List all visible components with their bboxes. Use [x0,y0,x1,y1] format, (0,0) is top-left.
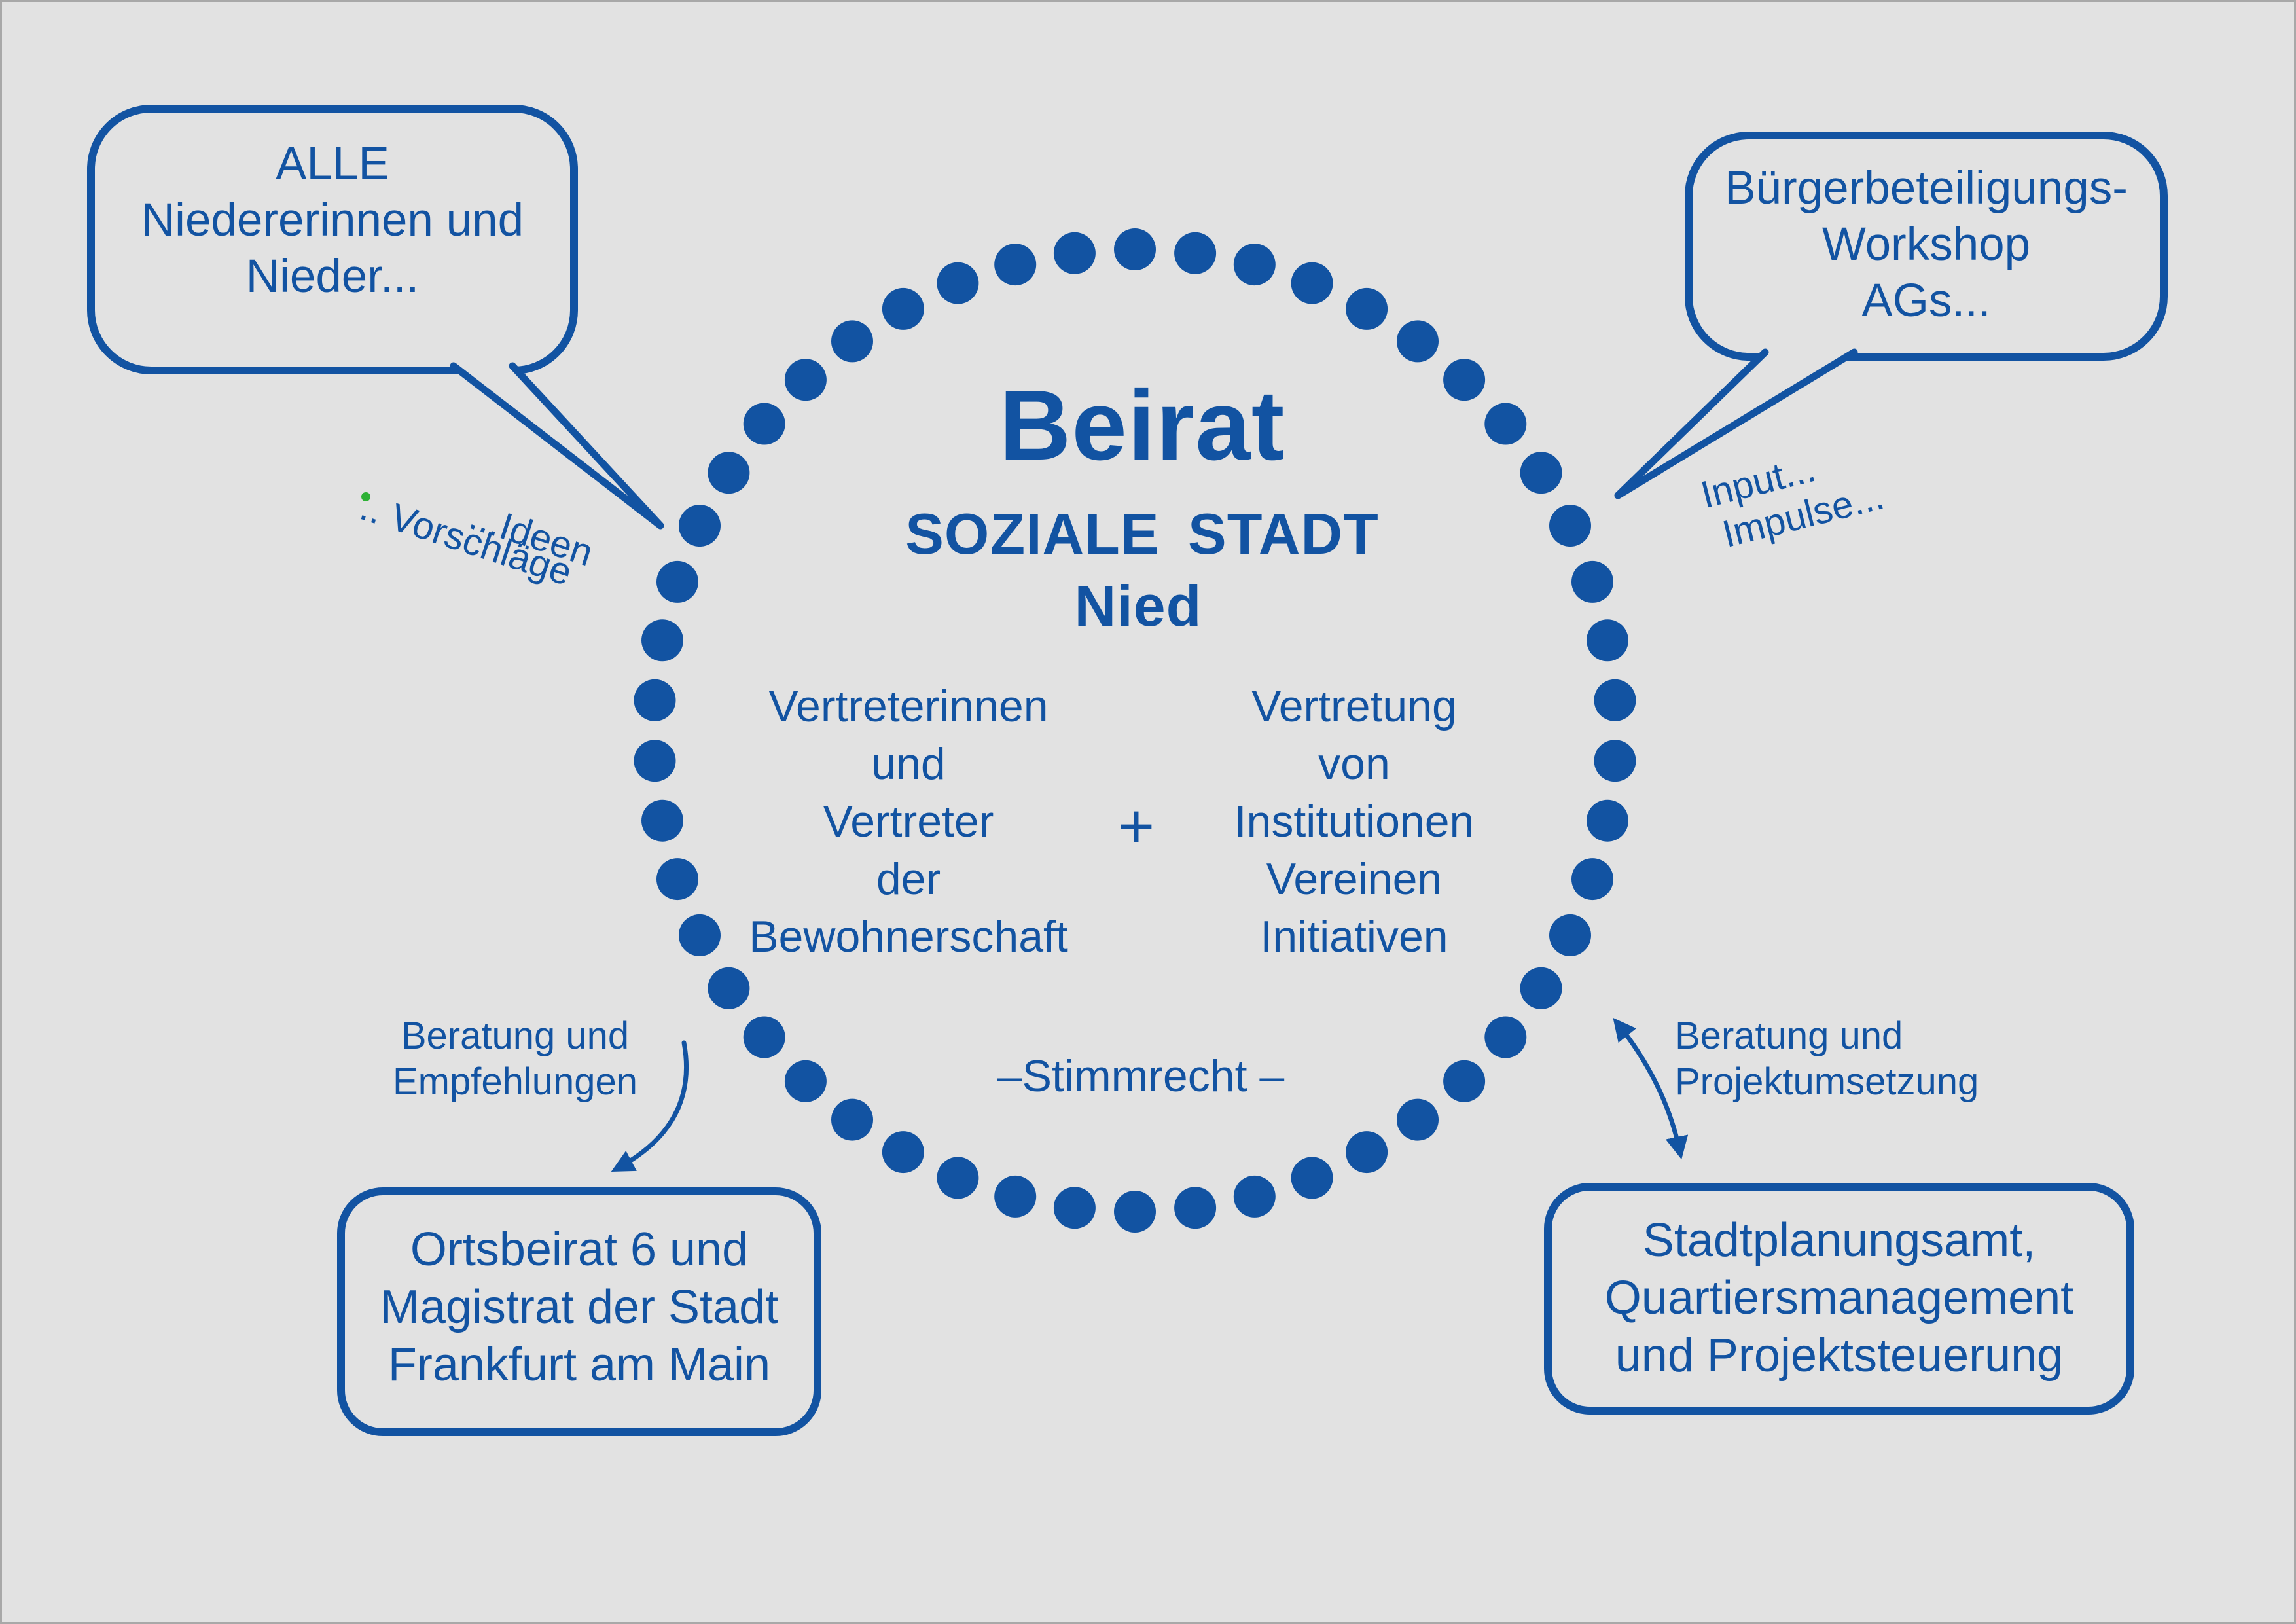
voting-right-note: –Stimmrecht – [997,1051,1285,1101]
green-dot-mark [361,492,370,501]
box-bottom-right-text: Stadtplanungsamt, Quartiersmanagement un… [1605,1212,2073,1384]
label-line: Projektumsetzung [1675,1060,1979,1103]
bubble-line: Workshop [1821,219,2031,270]
bubble-line: Niedererinnen und [141,194,524,246]
circle-subtitle-nied: Nied [1074,573,1202,638]
residents-line: Vertreter [823,797,994,846]
arrow-to-ortsbeirat [611,1040,689,1172]
plus-sign: + [1117,791,1155,861]
box-bottom-left-text: Ortsbeirat 6 und Magistrat der Stadt Fra… [380,1221,778,1394]
box-line: Stadtplanungsamt, [1642,1214,2036,1267]
box-line: Magistrat der Stadt [380,1281,779,1333]
bubble-line: Nieder... [245,251,420,302]
box-line: Frankfurt am Main [387,1339,771,1391]
residents-line: Bewohnerschaft [749,912,1068,962]
institutions-line: Vereinen [1266,854,1443,904]
label-beratung-empfehlungen: Beratung und Empfehlungen [393,1013,637,1105]
box-line: und Projektsteuerung [1615,1329,2064,1382]
residents-line: und [871,739,946,789]
box-line: Ortsbeirat 6 und [410,1223,749,1276]
residents-line: der [876,854,941,904]
label-line: Beratung und [401,1015,630,1057]
speech-bubble-top-right-tail [1614,348,1858,499]
advisory-circle-dots [634,228,1636,1233]
institutions-line: von [1318,739,1390,789]
box-bottom-right [1544,1183,2134,1415]
residents-group: Vertreterinnen und Vertreter der Bewohne… [749,677,1068,965]
residents-line: Vertreterinnen [768,681,1049,731]
bubble-line: Bürgerbeteiligungs- [1725,162,2128,214]
speech-bubble-top-left-text: ALLE Niedererinnen und Nieder... [141,136,524,305]
box-line: Quartiersmanagement [1604,1272,2074,1324]
circle-title: Beirat [999,370,1285,481]
label-line: Empfehlungen [392,1060,638,1103]
circle-subtitle: SOZIALE STADT [905,501,1379,566]
label-beratung-projektumsetzung: Beratung und Projektumsetzung [1675,1013,1979,1105]
institutions-group: Vertretung von Institutionen Vereinen In… [1234,677,1475,965]
arrow-double-stadtplanungsamt [1613,1017,1689,1160]
speech-bubble-top-right-text: Bürgerbeteiligungs- Workshop AGs... [1725,160,2128,329]
box-bottom-left [337,1187,821,1436]
label-line: Beratung und [1675,1015,1903,1057]
institutions-line: Initiativen [1260,912,1448,962]
bubble-line: AGs... [1861,275,1991,327]
institutions-line: Institutionen [1234,797,1475,846]
speech-bubble-top-left [87,105,578,374]
institutions-line: Vertretung [1251,681,1457,731]
speech-bubble-top-left-tail [450,362,664,530]
speech-bubble-top-right [1685,132,2168,361]
bubble-line: ALLE [276,138,389,190]
